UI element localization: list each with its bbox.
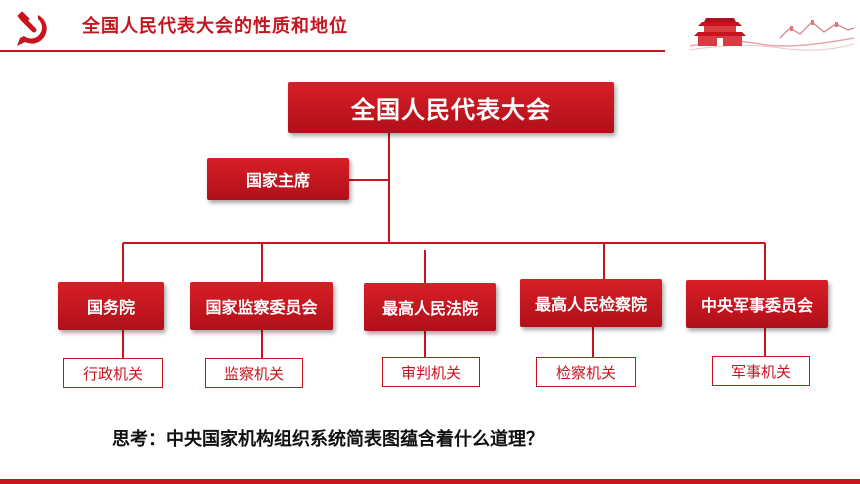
role-label-judicial: 审判机关 xyxy=(382,357,480,387)
header-divider xyxy=(0,50,665,52)
supreme-procuratorate-box: 最高人民检察院 xyxy=(520,279,662,327)
role-label-military: 军事机关 xyxy=(712,356,810,386)
role-label-supervisory: 监察机关 xyxy=(205,358,303,388)
supervisory-commission-box: 国家监察委员会 xyxy=(190,282,333,330)
supreme-court-box: 最高人民法院 xyxy=(364,283,496,331)
footer-bar xyxy=(0,479,860,484)
military-commission-box: 中央军事委员会 xyxy=(686,280,828,328)
npc-box: 全国人民代表大会 xyxy=(288,82,614,133)
party-emblem-icon xyxy=(17,11,47,46)
tiananmen-great-wall-decoration xyxy=(690,18,854,51)
state-council-box: 国务院 xyxy=(58,282,164,330)
president-box: 国家主席 xyxy=(207,158,349,200)
role-label-procuratorial: 检察机关 xyxy=(536,357,636,387)
page-title: 全国人民代表大会的性质和地位 xyxy=(82,16,348,37)
reflection-question: 思考：中央国家机构组织系统简表图蕴含着什么道理？ xyxy=(112,429,544,450)
role-label-executive: 行政机关 xyxy=(63,358,163,388)
